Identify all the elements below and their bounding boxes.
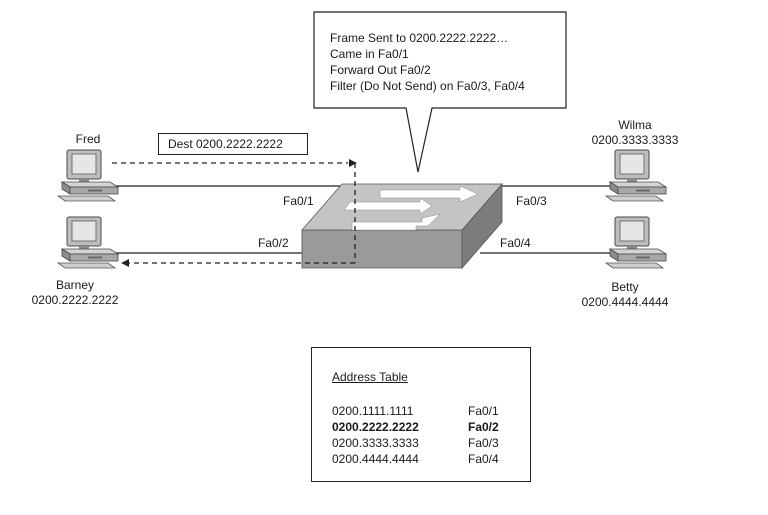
port-label-fa01: Fa0/1 [283, 194, 314, 208]
table-row: 0200.1111.1111 Fa0/1 [332, 403, 512, 419]
host-name-betty: Betty [611, 280, 639, 294]
callout-text: Frame Sent to 0200.2222.2222… Came in Fa… [330, 30, 525, 94]
row-mac: 0200.3333.3333 [332, 436, 419, 450]
host-mac-betty: 0200.4444.4444 [581, 295, 669, 309]
address-table-title: Address Table [332, 370, 408, 384]
address-table-rows: 0200.1111.1111 Fa0/1 0200.2222.2222 Fa0/… [332, 403, 512, 467]
address-table: Address Table 0200.1111.1111 Fa0/1 0200.… [311, 347, 531, 482]
table-row: 0200.4444.4444 Fa0/4 [332, 451, 512, 467]
row-port: Fa0/4 [468, 452, 499, 466]
frame-dest-label: Dest 0200.2222.2222 [158, 133, 308, 155]
callout-line: Came in Fa0/1 [330, 47, 409, 61]
host-name-barney: Barney [55, 278, 95, 292]
row-port: Fa0/2 [468, 420, 499, 434]
pc-icon-betty [605, 216, 667, 269]
callout-line: Frame Sent to 0200.2222.2222… [330, 31, 509, 45]
pc-icon-wilma [605, 149, 667, 202]
switch-icon [301, 182, 503, 270]
pc-icon-barney [57, 216, 119, 269]
table-row: 0200.3333.3333 Fa0/3 [332, 435, 512, 451]
row-mac: 0200.1111.1111 [332, 404, 414, 418]
callout-line: Forward Out Fa0/2 [330, 63, 431, 77]
row-port: Fa0/3 [468, 436, 499, 450]
callout-box [313, 11, 567, 173]
port-label-fa03: Fa0/3 [516, 194, 547, 208]
host-name-wilma: Wilma [618, 118, 652, 132]
row-mac: 0200.2222.2222 [332, 420, 419, 434]
port-label-fa02: Fa0/2 [258, 236, 289, 250]
pc-icon-fred [57, 149, 119, 202]
host-name-fred: Fred [75, 132, 101, 146]
callout-line: Filter (Do Not Send) on Fa0/3, Fa0/4 [330, 79, 525, 93]
frame-path [112, 159, 357, 267]
table-row-highlighted: 0200.2222.2222 Fa0/2 [332, 419, 512, 435]
host-mac-barney: 0200.2222.2222 [31, 293, 119, 307]
row-port: Fa0/1 [468, 404, 499, 418]
port-label-fa04: Fa0/4 [500, 236, 531, 250]
row-mac: 0200.4444.4444 [332, 452, 419, 466]
host-mac-wilma: 0200.3333.3333 [591, 133, 679, 147]
